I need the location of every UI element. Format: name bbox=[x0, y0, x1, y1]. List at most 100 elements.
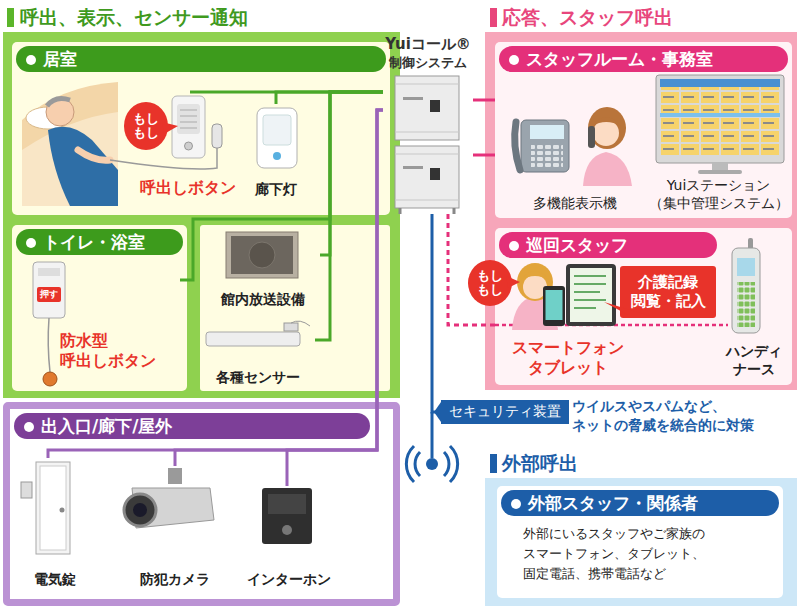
handy-nurse-phone bbox=[748, 238, 753, 250]
wireless-symbol bbox=[431, 412, 434, 458]
staff-room-panel: スタッフルーム・事務室多機能表示機Yuiステーション （集中管理システム） bbox=[495, 42, 792, 218]
pale-ground bbox=[200, 225, 390, 391]
staff-person bbox=[593, 120, 619, 146]
waterproof-button-device bbox=[33, 262, 65, 318]
wireless-symbol bbox=[434, 402, 441, 422]
patrol-illustration bbox=[546, 290, 563, 320]
sensor-mat bbox=[206, 321, 310, 346]
sensor-mat bbox=[291, 321, 310, 326]
pa-speaker bbox=[226, 232, 298, 278]
call-button-device bbox=[172, 96, 205, 158]
group-heading: 外部呼出 bbox=[485, 448, 797, 478]
electric-lock-door bbox=[21, 482, 32, 498]
sensor-mat bbox=[284, 323, 298, 331]
wire bbox=[175, 110, 383, 466]
staff-person bbox=[588, 126, 595, 148]
group-panel: 外部呼出外部スタッフ・関係者外部にいるスタッフやご家族の スマートフォン、タブレ… bbox=[485, 448, 797, 606]
intercom: インターホン bbox=[243, 486, 335, 590]
heading-bar bbox=[490, 8, 497, 27]
call-button-device bbox=[212, 124, 222, 148]
control-system-unit bbox=[400, 208, 454, 214]
wire bbox=[190, 91, 383, 94]
device-caption: 多機能表示機 bbox=[533, 195, 617, 213]
camera bbox=[124, 468, 214, 528]
staff-person bbox=[583, 152, 632, 186]
multi-display-phone: 多機能表示機 bbox=[505, 100, 645, 214]
handy-nurse-phone bbox=[732, 238, 760, 333]
panel-tab: 出入口/廊下/屋外 bbox=[14, 413, 370, 439]
device-caption: 防犯カメラ bbox=[140, 571, 210, 589]
device-caption: 館内放送設備 bbox=[221, 291, 305, 309]
control-system-unit bbox=[430, 100, 440, 112]
speech-bubble: もしもし bbox=[468, 260, 512, 306]
patrol-illustration bbox=[566, 264, 616, 326]
group-panel: 呼出、表示、センサー通知居室呼出しボタンもしもし廊下灯トイレ・浴室防水型 呼出し… bbox=[3, 2, 400, 398]
control-system-unit bbox=[403, 97, 423, 100]
device-caption: ハンディ ナース bbox=[716, 343, 792, 378]
bed-illustration bbox=[78, 150, 110, 160]
yui-station: Yuiステーション （集中管理システム） bbox=[645, 72, 792, 214]
patrol-staff-panel: 巡回スタッフもしもしスマートフォン タブレット介護記録 閲覧・記入ハンディ ナー… bbox=[495, 228, 792, 385]
camera bbox=[124, 494, 156, 526]
camera bbox=[132, 488, 214, 528]
staff-person bbox=[592, 117, 621, 126]
panel-tab: 居室 bbox=[16, 46, 386, 72]
wire bbox=[276, 92, 383, 104]
corridor-light-device bbox=[263, 115, 291, 145]
group-panel: 応答、スタッフ呼出スタッフルーム・事務室多機能表示機Yuiステーション （集中管… bbox=[485, 2, 797, 390]
body-text: 外部にいるスタッフやご家族の スマートフォン、タブレット、 固定電話、携帯電話な… bbox=[523, 524, 723, 584]
pa-speaker bbox=[231, 236, 293, 274]
control-system-unit bbox=[395, 76, 459, 140]
bed-illustration bbox=[22, 82, 118, 206]
call-button-device bbox=[110, 96, 222, 169]
sensors: 各種センサー bbox=[200, 318, 315, 388]
callout-box: 介護記録 閲覧・記入 bbox=[620, 266, 716, 318]
wire bbox=[180, 92, 383, 280]
callout-text: 介護記録 閲覧・記入 bbox=[626, 273, 710, 312]
wire bbox=[48, 110, 383, 458]
patrol-illustration bbox=[570, 268, 612, 322]
bed-illustration bbox=[47, 98, 70, 106]
bed-illustration bbox=[22, 82, 118, 206]
desk-phone bbox=[530, 125, 564, 139]
electric-lock-door bbox=[40, 466, 66, 550]
label-holder: 押す bbox=[37, 287, 61, 302]
bubble-text: もしもし bbox=[476, 269, 504, 298]
intercom-box bbox=[282, 525, 292, 535]
device-caption: 呼出しボタン bbox=[140, 178, 236, 198]
staff-person bbox=[583, 107, 632, 186]
wire bbox=[473, 99, 495, 102]
speech-bubble: もしもし bbox=[124, 102, 168, 150]
electric-lock-door bbox=[36, 462, 70, 554]
call-button-device bbox=[180, 110, 197, 128]
patrol-illustration bbox=[517, 263, 553, 301]
button-label: 押す bbox=[37, 287, 61, 302]
wireless-symbol bbox=[406, 402, 457, 482]
wire bbox=[432, 214, 441, 412]
monitor bbox=[698, 170, 742, 174]
corridor-light: 廊下灯 bbox=[245, 104, 307, 200]
group-heading: 応答、スタッフ呼出 bbox=[485, 2, 797, 32]
bubble-tail bbox=[506, 276, 520, 288]
system-name: 制御システム bbox=[389, 54, 467, 72]
wire bbox=[315, 92, 383, 340]
desk-phone bbox=[515, 122, 520, 170]
security-device: セキュリティ装置 bbox=[441, 400, 569, 424]
heading-bar bbox=[7, 8, 14, 27]
control-system-unit bbox=[395, 84, 459, 132]
bubble-text: もしもし bbox=[132, 112, 160, 141]
electric-lock: 電気錠 bbox=[20, 458, 90, 590]
camera bbox=[133, 503, 147, 517]
electric-lock-door bbox=[21, 462, 70, 554]
patrol-illustration bbox=[523, 275, 547, 299]
control-system-unit bbox=[395, 146, 459, 208]
pa-system: 館内放送設備 bbox=[205, 228, 320, 310]
intercom-box bbox=[262, 488, 312, 544]
bed-illustration bbox=[48, 127, 118, 206]
pa-speaker bbox=[249, 242, 275, 268]
call-button-device bbox=[110, 148, 217, 169]
security-camera: 防犯カメラ bbox=[112, 466, 238, 590]
waterproof-button-device bbox=[38, 268, 60, 276]
electric-lock-door bbox=[60, 508, 65, 513]
waterproof-button-device bbox=[43, 372, 57, 386]
